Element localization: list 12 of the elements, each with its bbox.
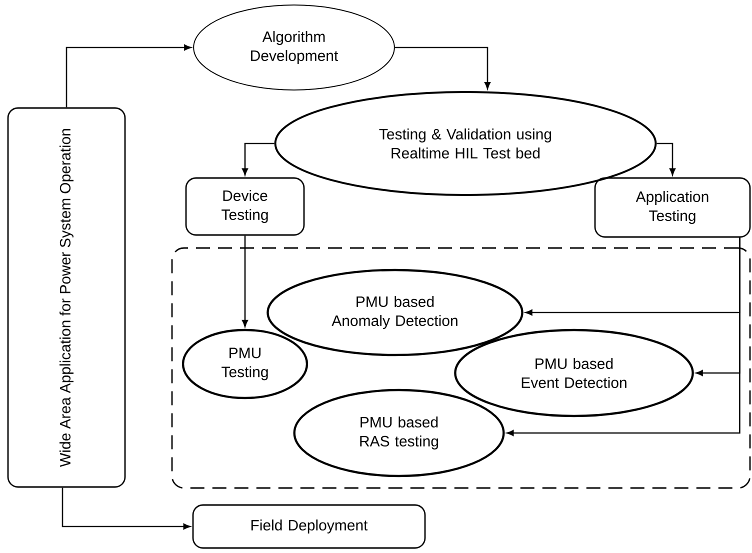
arrow [66,44,192,108]
process-box: Field Deployment [192,504,426,549]
arrow [242,236,248,327]
process-box: Application Testing [594,177,751,238]
dashed-group-box [171,247,751,489]
vertical-process-box: Wide Area Application for Power System Operation [7,107,126,488]
process-box: Device Testing [185,177,305,236]
arrow [62,488,190,530]
arrow [506,238,740,436]
arrow [242,142,274,176]
arrow [394,46,490,90]
arrow [656,142,676,176]
